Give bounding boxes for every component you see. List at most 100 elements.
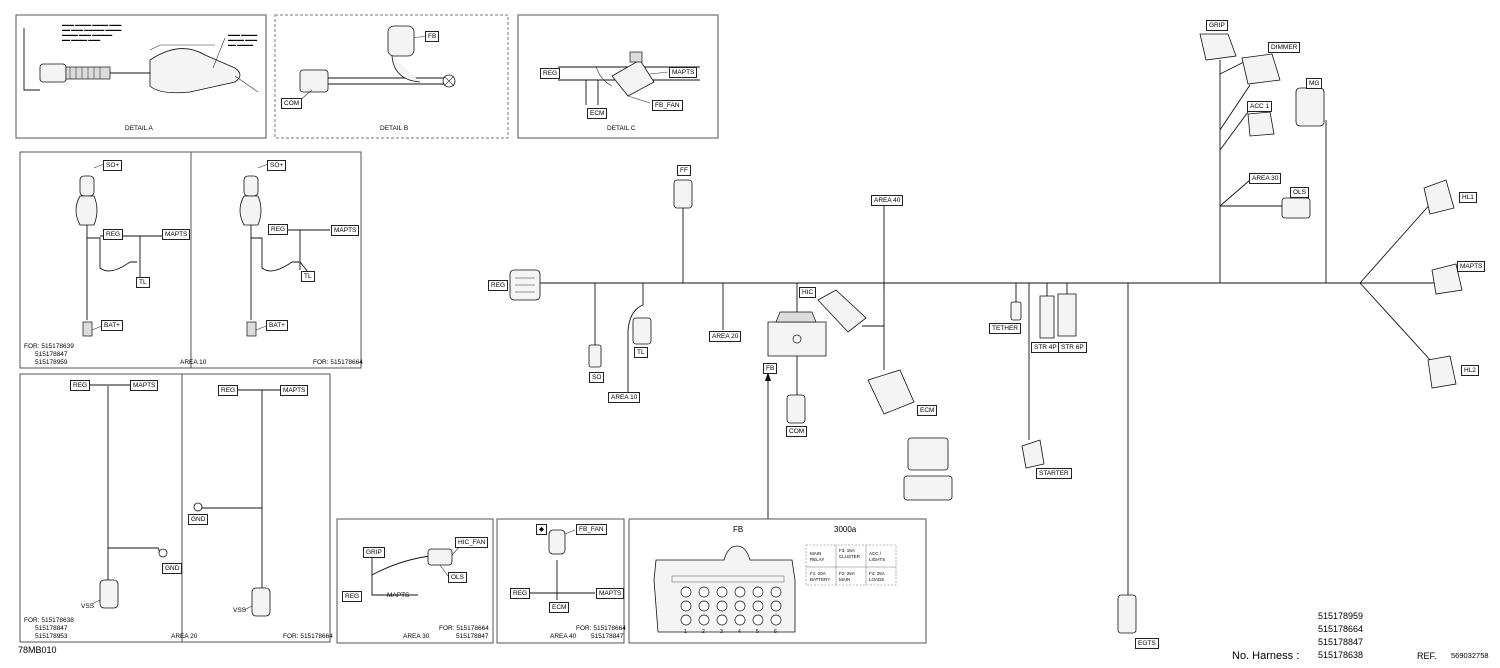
area30-drawing xyxy=(371,543,463,596)
ref-label: REF. xyxy=(1417,651,1437,661)
label-area20-main: AREA 20 xyxy=(709,331,742,342)
label-reg-area20-right: REG xyxy=(218,385,239,396)
label-gnd-area20-right: GND xyxy=(188,514,209,525)
label-bat-area10-left: BAT+ xyxy=(101,320,123,331)
fusebox-pin-5: 5 xyxy=(756,629,759,635)
svg-text:▬▬▬ ▬▬▬▬: ▬▬▬ ▬▬▬▬ xyxy=(228,32,257,37)
area20-left-drawing xyxy=(85,384,168,609)
connector-egts xyxy=(1117,594,1137,634)
area40-box xyxy=(496,518,625,644)
connector-str6p xyxy=(1057,293,1077,337)
connector-tether xyxy=(1010,301,1022,321)
label-ecm-main: ECM xyxy=(917,405,938,416)
label-vss-area20-right: VSS xyxy=(233,607,247,614)
fusebox-cell-3: ACC / LIGHTS xyxy=(869,551,886,562)
fusebox-code: 3000a xyxy=(834,525,857,534)
area10-for-left-1: FOR: 515178639 xyxy=(24,343,74,350)
area20-right-drawing xyxy=(193,389,280,617)
connector-ff xyxy=(673,179,693,209)
label-mapts-area20-right: MAPTS xyxy=(280,385,309,396)
harness-number-2: 515178664 xyxy=(1318,624,1364,634)
label-fb-fan-area40: FB_FAN xyxy=(576,524,607,535)
label-hl2: HL2 xyxy=(1461,365,1479,376)
detail-b-box xyxy=(274,14,509,139)
label-ols-main: OLS xyxy=(1290,187,1310,198)
connector-hic xyxy=(817,289,867,333)
fusebox-pin-3: 3 xyxy=(720,629,723,635)
label-com-main: COM xyxy=(786,426,808,437)
connector-mg xyxy=(1295,87,1325,127)
area10-for-right: FOR: 515178664 xyxy=(313,359,363,366)
label-area40-main: AREA 40 xyxy=(871,195,904,206)
svg-text:▬▬▬▬ ▬▬▬: ▬▬▬▬ ▬▬▬ xyxy=(228,37,257,42)
ref-number: 569032758 xyxy=(1451,651,1489,660)
area30-for-2: 515178847 xyxy=(456,633,489,640)
detail-a-drawing: ▬▬▬ ▬▬▬▬ ▬▬▬▬ ▬▬▬ ▬▬ ▬▬▬ ▬▬▬▬▬ ▬▬▬▬ ▬▬▬▬… xyxy=(23,22,259,94)
fusebox-cell-2: F3: 15A CLUSTER xyxy=(839,548,861,559)
area40-for-2: 515178847 xyxy=(591,633,624,640)
label-mapts-area40: MAPTS xyxy=(596,588,625,599)
fusebox-pin-6: 6 xyxy=(774,629,777,635)
connector-starter xyxy=(1021,439,1045,469)
connector-str4p xyxy=(1039,295,1055,339)
label-ff: FF xyxy=(677,165,691,176)
label-reg-area40: REG xyxy=(510,588,531,599)
label-dimmer: DIMMER xyxy=(1268,42,1301,53)
connector-so xyxy=(588,344,602,368)
label-ols-area30: OLS xyxy=(448,572,468,583)
area30-box xyxy=(336,518,494,644)
label-so-main: SO xyxy=(589,372,605,383)
label-bat-area10-right: BAT+ xyxy=(266,320,288,331)
label-reg-area20-left: REG xyxy=(70,380,91,391)
fusebox-pin-2: 2 xyxy=(702,629,705,635)
fusebox-pin-4: 4 xyxy=(738,629,741,635)
fusebox-title: FB xyxy=(733,525,744,534)
connector-ols xyxy=(1281,197,1311,219)
label-hic: HIC xyxy=(799,287,817,298)
area40-for-1: FOR: 515178664 xyxy=(576,625,626,632)
label-so-area10-right: SO+ xyxy=(267,160,287,171)
harness-number-1: 515178959 xyxy=(1318,611,1364,621)
connector-com xyxy=(786,394,806,424)
fusebox-detail-box xyxy=(628,518,927,644)
harness-number-3: 515178847 xyxy=(1318,637,1364,647)
label-tl-area10-right: TL xyxy=(301,271,315,282)
label-grip-main: GRIP xyxy=(1206,20,1228,31)
connector-dimmer xyxy=(1241,53,1281,85)
label-mapts-detail-c: MAPTS xyxy=(669,67,698,78)
label-mapts-main: MAPTS xyxy=(1457,261,1486,272)
label-ecm-area40: ECM xyxy=(549,602,570,613)
fusebox-cell-4: F1: 20A BATTERY xyxy=(810,571,831,582)
area20-for-left-3: 515178953 xyxy=(35,633,68,640)
svg-text:▬▬▬▬ ▬▬▬ ▬▬▬▬▬: ▬▬▬▬ ▬▬▬ ▬▬▬▬▬ xyxy=(62,32,112,37)
connector-fusebox xyxy=(767,311,827,357)
label-str4p: STR 4P xyxy=(1031,342,1060,353)
label-so-area10-left: SO+ xyxy=(103,160,123,171)
svg-text:▬▬ ▬▬▬▬ ▬▬▬: ▬▬ ▬▬▬▬ ▬▬▬ xyxy=(62,37,100,42)
label-gnd-area20-left: GND xyxy=(162,563,183,574)
main-trunk xyxy=(540,60,1442,595)
label-area30-main: AREA 30 xyxy=(1249,173,1282,184)
label-egts: EGTS xyxy=(1135,638,1159,649)
label-reg-area30: REG xyxy=(342,591,363,602)
label-mg: MG xyxy=(1306,78,1323,89)
detail-c-box xyxy=(517,14,719,139)
label-fb-detail-b: FB xyxy=(425,31,440,42)
detail-a-box xyxy=(15,14,267,139)
label-fb-fan-detail-c: FB_FAN xyxy=(652,100,683,111)
label-fb-main: FB xyxy=(763,363,778,374)
svg-text:▬▬▬ ▬▬▬▬ ▬▬▬▬ ▬▬▬: ▬▬▬ ▬▬▬▬ ▬▬▬▬ ▬▬▬ xyxy=(62,22,121,27)
label-area10-main: AREA 10 xyxy=(608,392,641,403)
svg-text:▬▬ ▬▬▬▬: ▬▬ ▬▬▬▬ xyxy=(228,42,253,47)
area30-title: AREA 30 xyxy=(403,633,430,640)
label-mapts-area20-left: MAPTS xyxy=(130,380,159,391)
area20-title: AREA 20 xyxy=(171,633,198,640)
label-mapts-area10-left: MAPTS xyxy=(162,229,191,240)
label-tl-main: TL xyxy=(634,347,648,358)
label-com-detail-b: COM xyxy=(281,98,303,109)
label-hl1: HL1 xyxy=(1459,192,1477,203)
detail-c-title: DETAIL C xyxy=(607,125,636,132)
connector-acc1 xyxy=(1247,111,1275,137)
